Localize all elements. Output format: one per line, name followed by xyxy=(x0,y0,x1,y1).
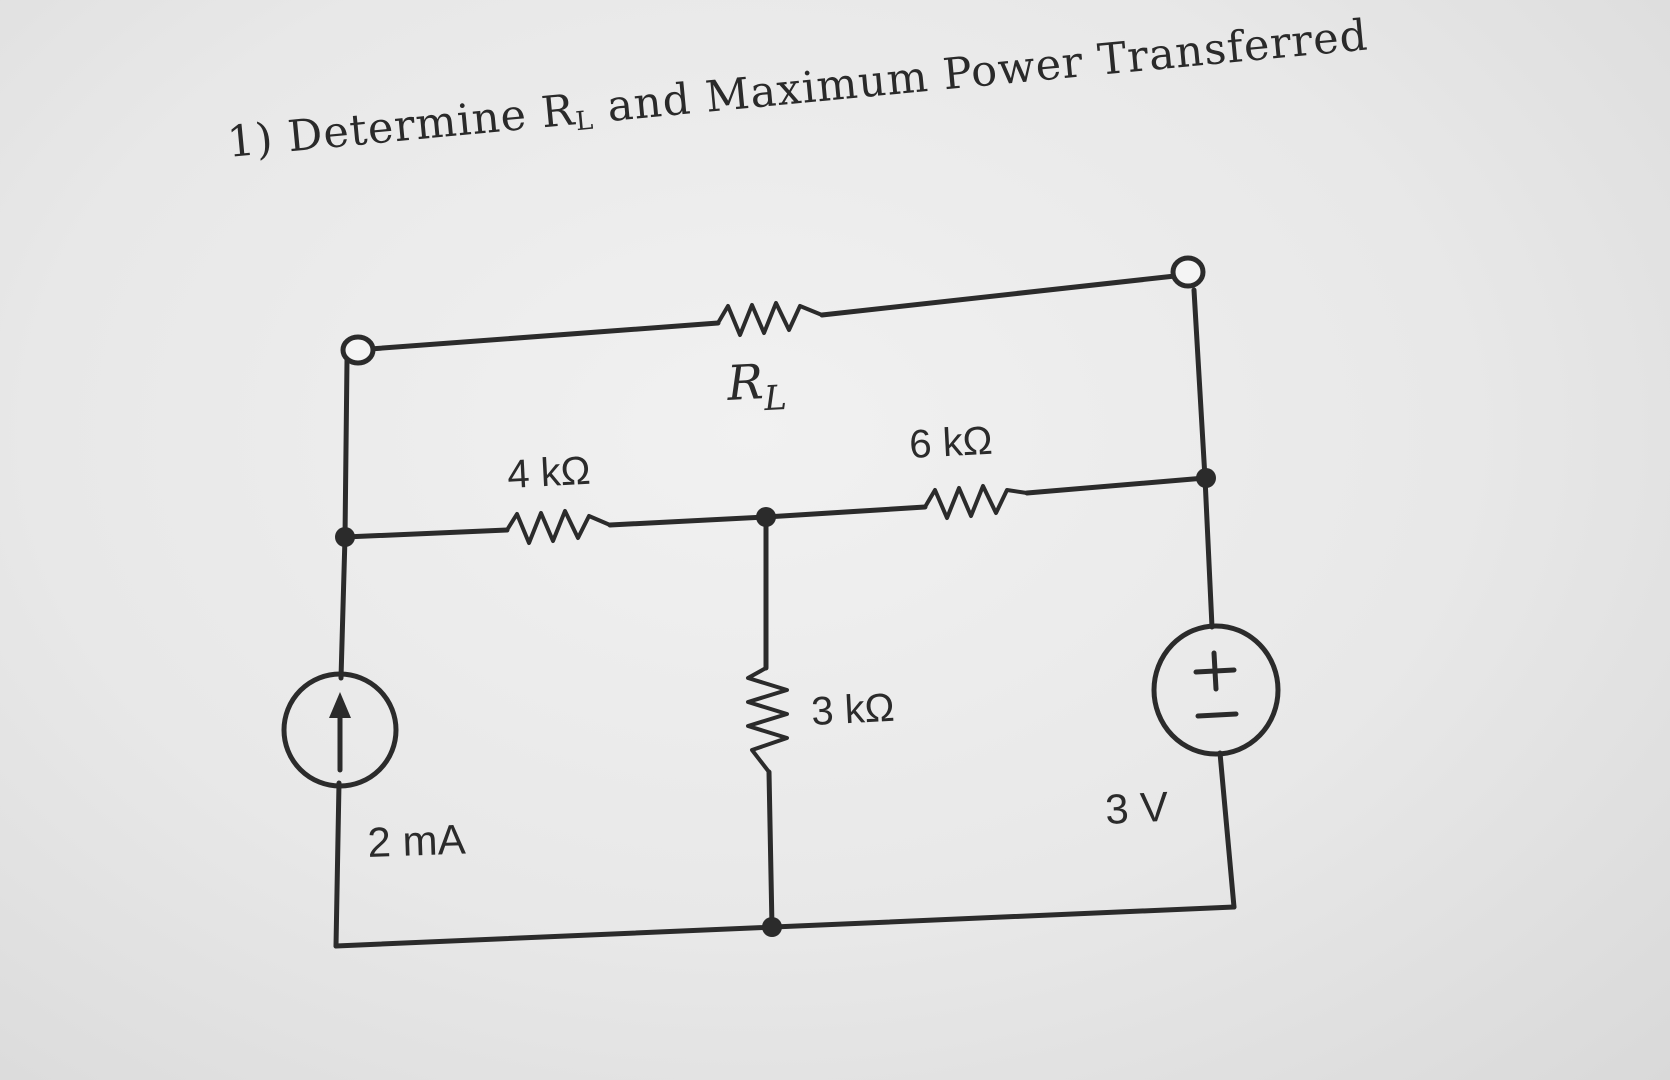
node-bottom xyxy=(762,917,782,937)
wire-left-lower xyxy=(338,534,348,681)
node-right xyxy=(1196,468,1216,488)
resistor-4k xyxy=(505,509,612,545)
node-center xyxy=(756,507,776,527)
wire-center-lower xyxy=(766,769,775,930)
terminal-left xyxy=(340,334,376,366)
current-source xyxy=(281,671,399,789)
resistor-rl xyxy=(716,301,824,337)
minus-sign xyxy=(1195,711,1239,719)
rl-label: RL xyxy=(725,353,788,421)
voltage-source-label: 3 V xyxy=(1104,783,1169,833)
resistor-3k xyxy=(746,666,789,774)
wire-top-right xyxy=(819,273,1178,318)
wire-middle-right xyxy=(1024,475,1208,496)
wire-top-left xyxy=(367,320,721,352)
wire-left-upper xyxy=(342,357,350,540)
wire-right-lower xyxy=(1217,750,1237,910)
resistor-6k xyxy=(923,484,1029,520)
wire-right-upper xyxy=(1191,287,1208,481)
resistor-3k-label: 3 kΩ xyxy=(810,686,895,734)
wire-right-middle xyxy=(1202,475,1215,630)
terminal-right xyxy=(1170,255,1206,289)
voltage-source xyxy=(1151,623,1281,757)
wire-bottom xyxy=(333,904,1237,949)
current-source-label: 2 mA xyxy=(367,816,467,866)
node-left xyxy=(335,527,355,547)
plus-sign-vertical xyxy=(1211,650,1219,692)
resistor-6k-label: 6 kΩ xyxy=(908,419,993,467)
wire-left-bottom xyxy=(333,780,342,949)
wire-middle-left xyxy=(342,527,510,540)
resistor-4k-label: 4 kΩ xyxy=(506,449,591,497)
current-arrow-up-icon xyxy=(329,692,351,718)
